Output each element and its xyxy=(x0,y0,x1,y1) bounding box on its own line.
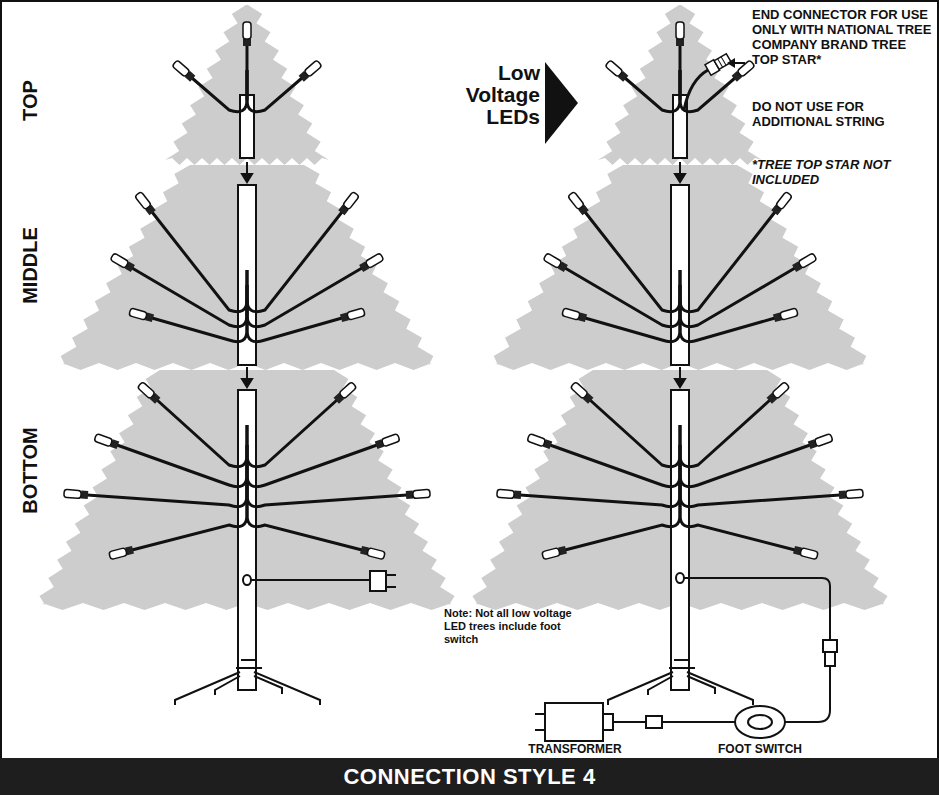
section-label: MIDDLE xyxy=(19,227,42,304)
title: CONNECTION STYLE 4 xyxy=(343,764,595,790)
part-label: TRANSFORMER xyxy=(520,743,630,757)
section-label: TOP xyxy=(18,80,41,121)
note: Note: Not all low voltage LED trees incl… xyxy=(444,607,594,647)
callout-title: Low Voltage LEDs xyxy=(455,62,540,128)
footnote: *TREE TOP STAR NOT INCLUDED xyxy=(752,158,934,188)
section-label: BOTTOM xyxy=(19,427,42,513)
connector-note: END CONNECTOR FOR USE ONLY WITH NATIONAL… xyxy=(752,8,934,68)
warning-note: DO NOT USE FOR ADDITIONAL STRING xyxy=(752,100,934,130)
part-label: FOOT SWITCH xyxy=(705,743,815,757)
title-band: CONNECTION STYLE 4 xyxy=(0,758,939,795)
